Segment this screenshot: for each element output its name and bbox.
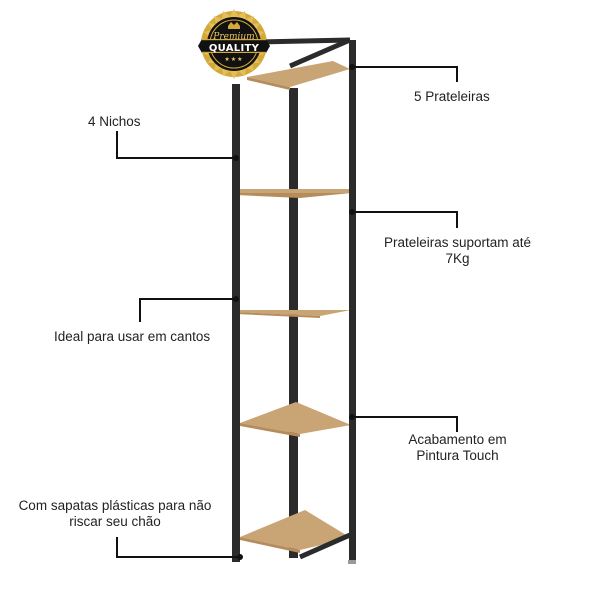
callout-dot-shelves [349,64,355,70]
frame-back-post [289,88,298,558]
callout-dot-corners [233,296,239,302]
badge-stars: ★★★ [224,57,244,63]
label-capacity-line1: Prateleiras suportam até [383,235,532,250]
label-feet-line2: riscar seu chão [69,514,161,529]
callout-dot-capacity [349,209,355,215]
label-finish-line2: Pintura Touch [416,448,499,463]
callout-line-finish [352,416,458,432]
label-corners: Ideal para usar em cantos [54,329,211,344]
label-niches: 4 Nichos [88,114,141,129]
callout-dot-finish [349,414,355,420]
callout-dot-feet [237,554,243,560]
label-shelves: 5 Prateleiras [414,89,490,104]
frame-top-brace-left [257,37,351,45]
badge-premium-text: Premium [213,32,255,42]
label-finish: Acabamento em Pintura Touch [395,432,520,464]
crown-icon [228,22,240,29]
badge-text: Premium QUALITY ★★★ [198,8,270,80]
callout-line-capacity [352,211,458,228]
callout-dot-niches [233,155,239,161]
frame-bottom-brace [298,532,352,560]
shelf-4 [240,402,351,437]
frame-right-post [349,40,356,562]
shelf-2 [236,189,351,198]
callout-line-shelves [352,66,458,82]
label-capacity: Prateleiras suportam até 7Kg [370,235,545,267]
callout-line-niches [116,131,236,159]
badge-seal-icon [198,9,270,79]
shelf-3 [236,310,351,318]
frame-left-post [232,84,240,562]
frame-top-brace-diag [289,37,351,69]
callout-line-corners [139,298,236,322]
label-feet: Com sapatas plásticas para não riscar se… [10,498,220,530]
shelf-5 [240,510,351,553]
shelf-1 [247,61,350,90]
callout-line-feet [116,537,240,558]
badge-quality-text: QUALITY [208,43,260,54]
label-finish-line1: Acabamento em [408,432,507,447]
plastic-foot [348,560,356,564]
premium-quality-badge: Premium QUALITY ★★★ [198,8,270,80]
label-feet-line1: Com sapatas plásticas para não [18,498,212,513]
label-capacity-line2: 7Kg [445,251,470,266]
